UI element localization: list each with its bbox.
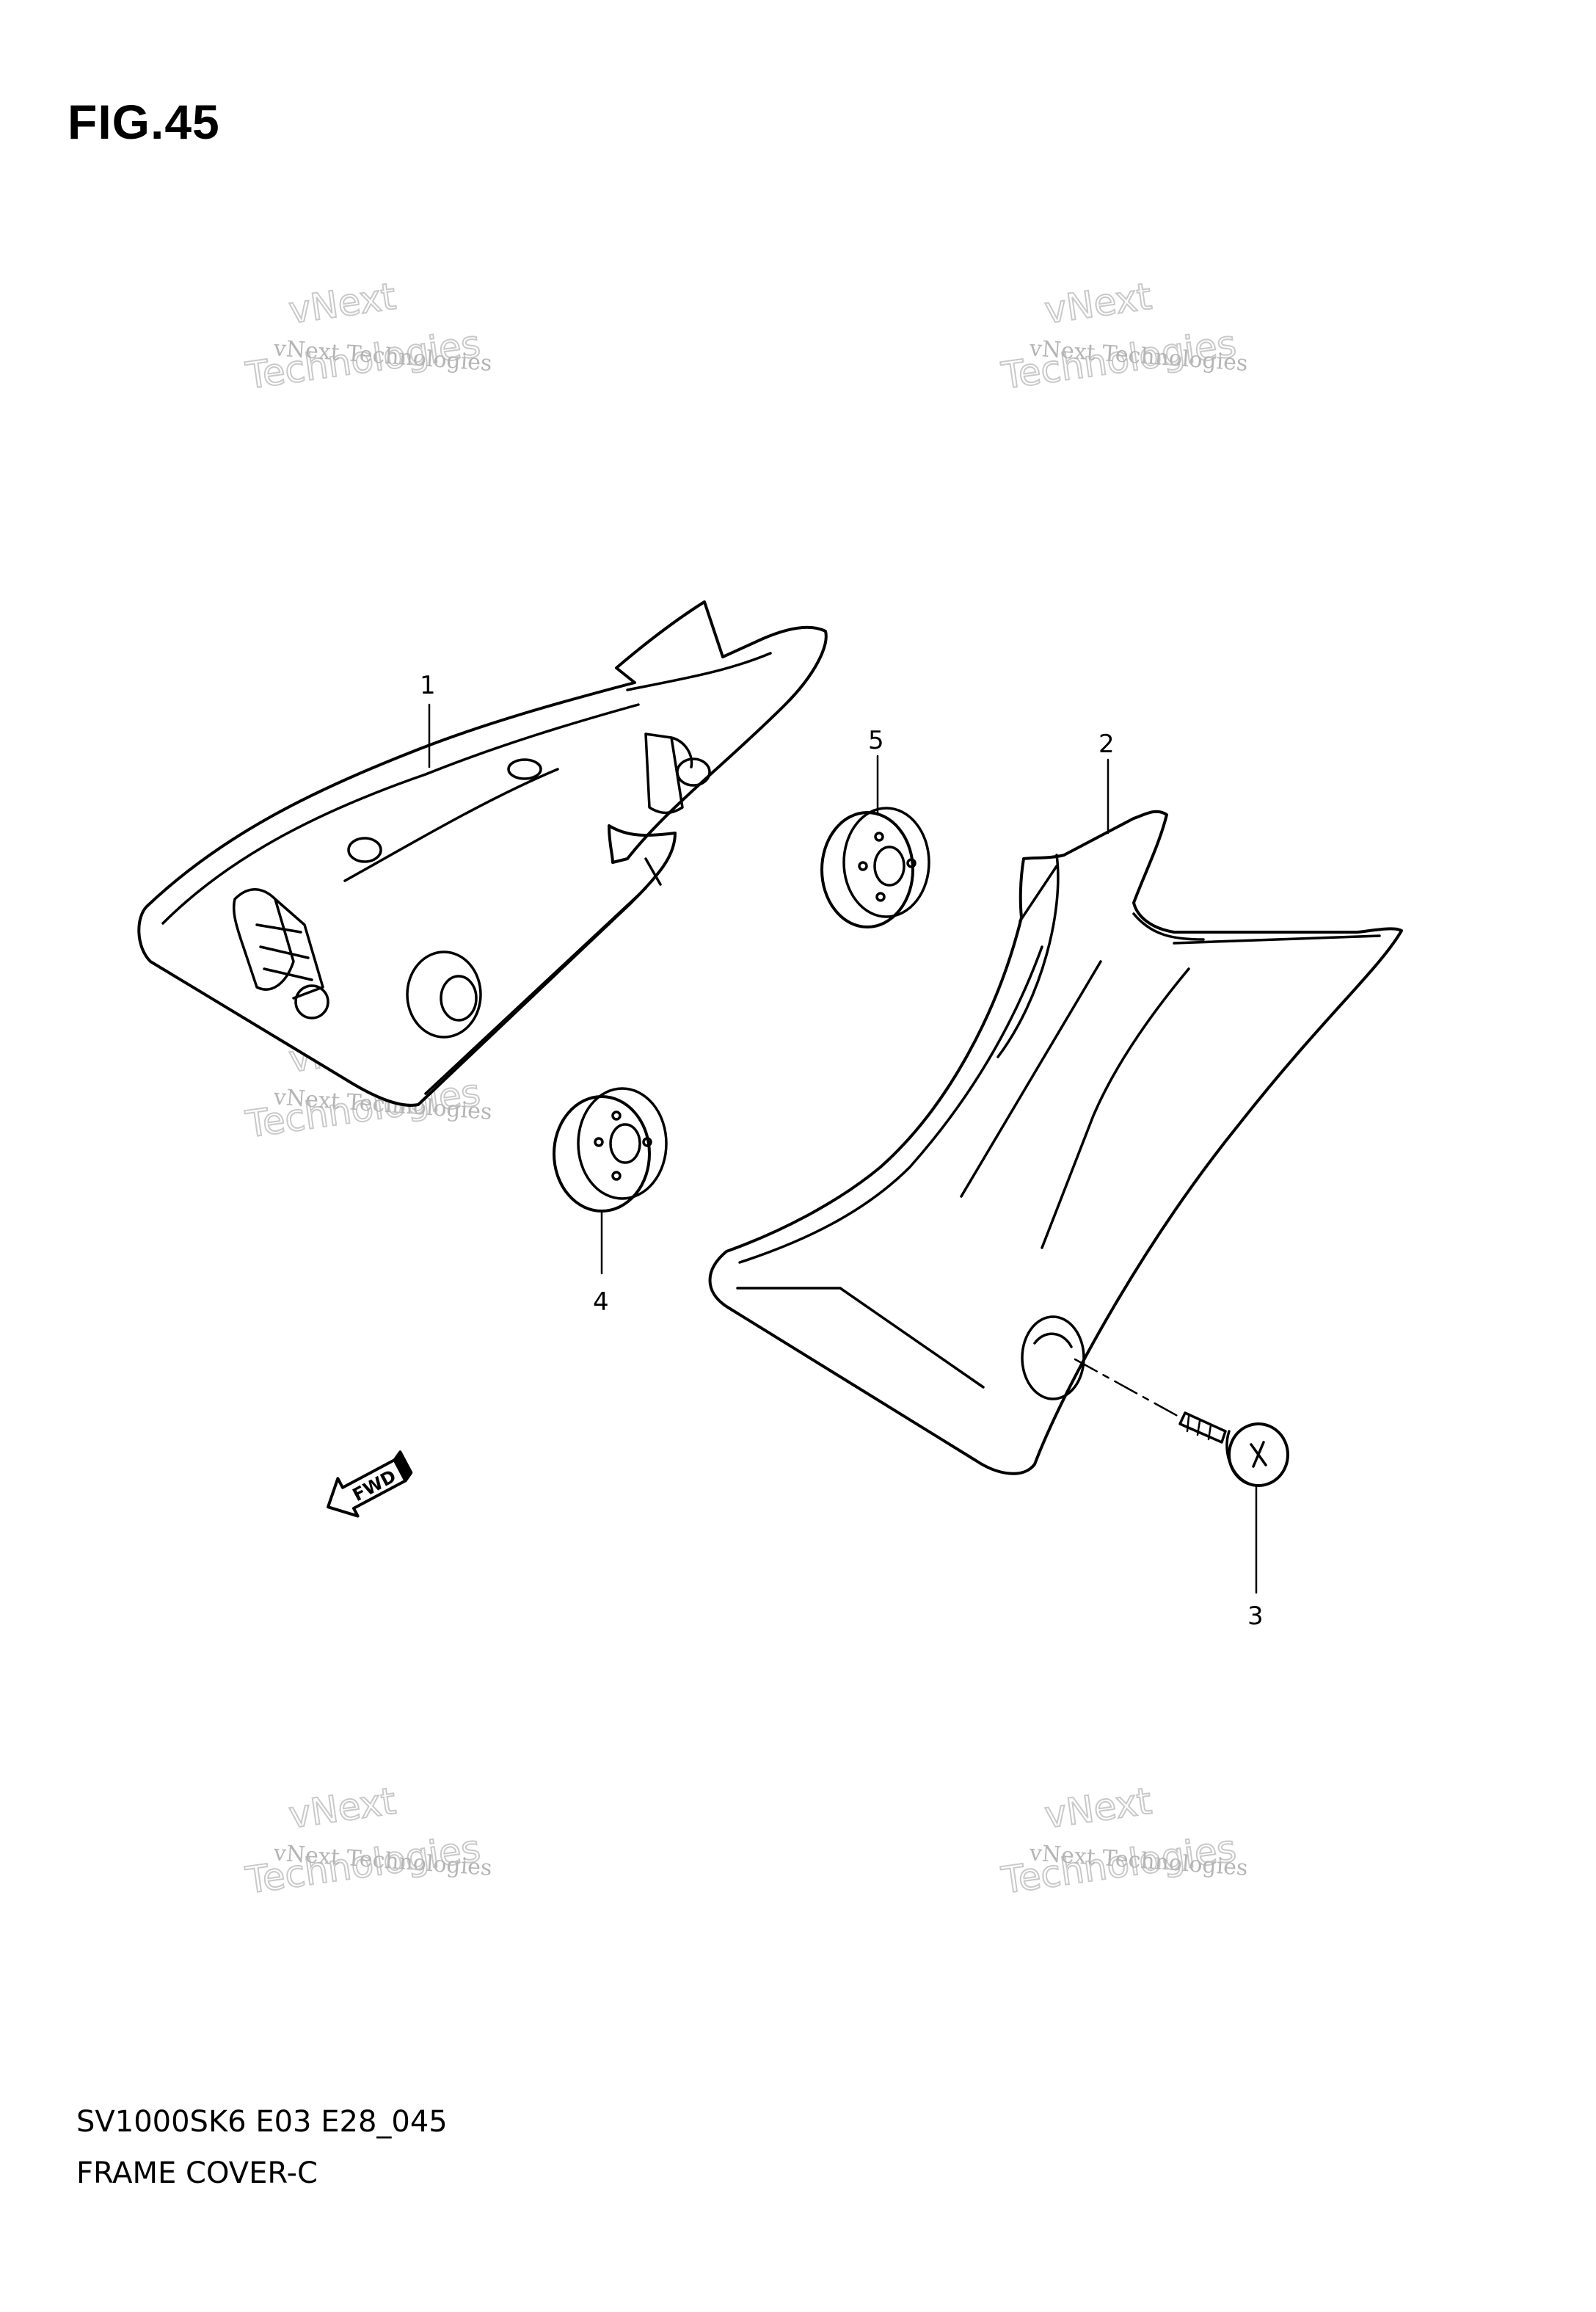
part-4-grommet (553, 1087, 668, 1275)
part-5-grommet (820, 755, 930, 928)
watermark-bottom-right: vNext Technologies vNext Technologies (998, 1779, 1249, 1903)
part-1-left-frame-cover (137, 600, 828, 1107)
watermark-top-right: vNext Technologies vNext Technologies (998, 275, 1249, 399)
model-code: SV1000SK6 E03 E28_045 (76, 2105, 448, 2139)
callout-5: 5 (868, 726, 884, 755)
section-name: FRAME COVER-C (76, 2156, 318, 2190)
callout-1: 1 (420, 671, 436, 700)
forward-direction-arrow: FWD (327, 1450, 413, 1518)
part-2-right-frame-cover (708, 810, 1403, 1475)
watermark-big-line1: vNext (286, 1780, 398, 1837)
watermark-big-line1: vNext (1042, 275, 1154, 332)
watermark-big-line1: vNext (286, 275, 398, 332)
callout-4: 4 (593, 1287, 609, 1317)
figure-title: FIG.45 (68, 95, 220, 149)
callout-3: 3 (1247, 1602, 1264, 1631)
watermark-bottom-left: vNext Technologies vNext Technologies (242, 1779, 493, 1903)
part-3-screw (1074, 1358, 1289, 1594)
watermark-big-line1: vNext (1042, 1780, 1154, 1837)
watermark-top-left: vNext Technologies vNext Technologies (242, 275, 493, 399)
callout-2: 2 (1098, 730, 1115, 759)
